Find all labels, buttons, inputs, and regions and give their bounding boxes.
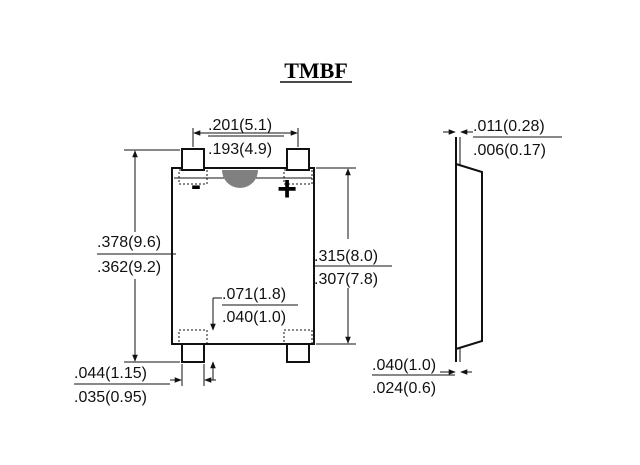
front-view: - + — [171, 148, 315, 363]
side-body — [455, 162, 483, 351]
polarity-notch — [222, 170, 258, 188]
lead-top-left-hidden — [178, 169, 208, 185]
dim-lead-spacing: .201(5.1) .193(4.9) — [192, 117, 299, 158]
dim-lead-width: .044(1.15) .035(0.95) — [74, 364, 216, 406]
dim-lead-thickness: .011(0.28) .006(0.17) — [443, 118, 562, 159]
body-width-max: .315(8.0) — [314, 248, 378, 265]
lead-top-right — [286, 148, 310, 171]
dim-lead-length: .071(1.8) .040(1.0) — [210, 286, 298, 380]
lead-length-min: .040(1.0) — [222, 309, 286, 326]
lead-top-right-hidden — [283, 169, 313, 185]
lead-spacing-max: .201(5.1) — [208, 117, 272, 134]
negative-terminal-mark: - — [191, 169, 201, 202]
lead-thickness-min: .006(0.17) — [473, 142, 546, 159]
lead-width-min: .035(0.95) — [74, 389, 147, 406]
body-thickness-max: .040(1.0) — [372, 357, 436, 374]
dim-body-thickness: .040(1.0) .024(0.6) — [372, 357, 472, 397]
lead-bottom-right-hidden — [283, 329, 313, 345]
body-height-min: .362(9.2) — [97, 259, 161, 276]
lead-top-left — [181, 148, 205, 171]
lead-spacing-min: .193(4.9) — [208, 141, 272, 158]
lead-bottom-left — [181, 343, 205, 363]
dim-body-width: .315(8.0) .307(7.8) — [314, 167, 392, 345]
lead-length-max: .071(1.8) — [222, 286, 286, 303]
package-body — [171, 167, 315, 345]
page-title: TMBF — [284, 58, 348, 83]
side-view — [455, 137, 483, 362]
lead-bottom-right — [286, 343, 310, 363]
lead-bottom-left-hidden — [178, 329, 208, 345]
body-thickness-min: .024(0.6) — [372, 380, 436, 397]
body-height-max: .378(9.6) — [97, 234, 161, 251]
lead-width-max: .044(1.15) — [74, 365, 147, 382]
positive-terminal-mark: + — [277, 170, 297, 208]
body-width-min: .307(7.8) — [314, 271, 378, 288]
lead-thickness-max: .011(0.28) — [473, 118, 545, 135]
dim-body-height: .378(9.6) .362(9.2) — [97, 149, 180, 363]
